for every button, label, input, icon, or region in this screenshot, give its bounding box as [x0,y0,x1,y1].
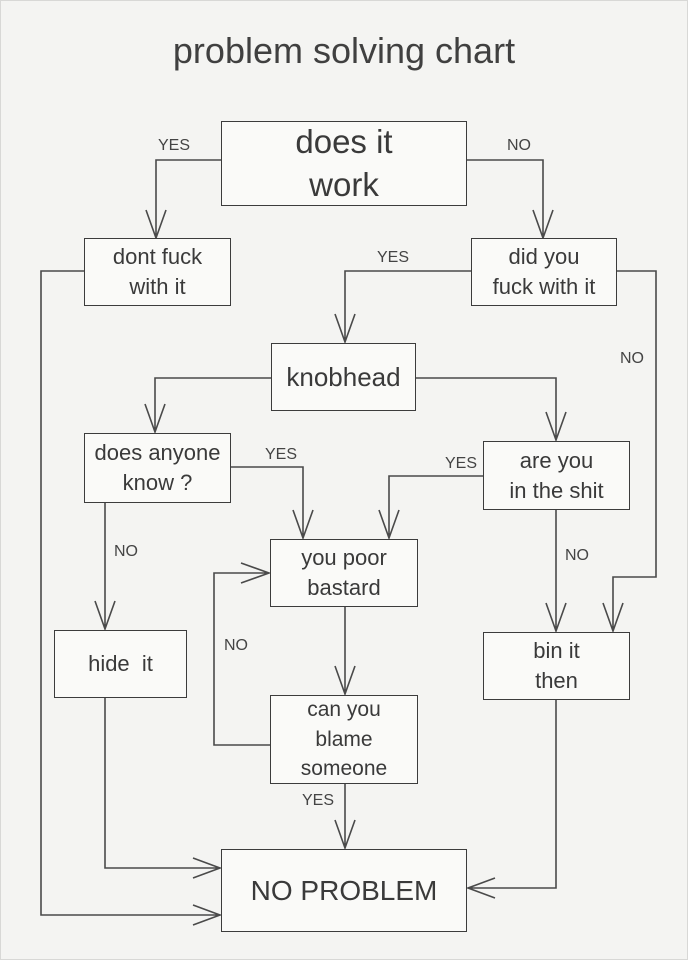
label-no: NO [224,637,248,654]
node-you-poor: you poor bastard [270,539,418,607]
arrow-yes-to-dont-touch [145,159,221,241]
node-did-you-touch: did you fuck with it [471,238,617,306]
node-knobhead: knobhead [271,343,416,411]
arrow-knobhead-to-anyone [144,377,271,435]
arrow-yes-to-knobhead [334,270,471,345]
arrow-no-to-hide-it [94,503,116,632]
arrow-you-poor-to-blame [334,607,356,697]
label-no: NO [620,350,644,367]
node-dont-touch: dont fuck with it [84,238,231,306]
arrow-no-loop-to-you-poor [213,562,272,746]
node-can-you-blame: can you blame someone [270,695,418,784]
label-yes: YES [302,792,335,809]
node-hide-it: hide it [54,630,187,698]
node-no-problem: NO PROBLEM [221,849,467,932]
label-no: NO [114,543,138,560]
node-bin-it: bin it then [483,632,630,700]
label-yes: YES [265,446,298,463]
arrow-dont-touch-to-no-problem [40,270,223,926]
node-does-anyone-know: does anyone know ? [84,433,231,503]
label-no: NO [507,137,531,154]
arrow-knobhead-to-trouble [416,377,567,443]
arrow-hide-it-to-no-problem [104,698,223,879]
label-no: NO [565,547,589,564]
label-yes: YES [158,137,191,154]
arrow-no-to-bin-it [602,270,657,634]
arrow-yes-to-no-problem [334,784,356,851]
arrow-no-to-bin-it-left [545,510,567,634]
arrow-bin-it-to-no-problem [465,700,557,899]
arrow-no-to-did-you [467,159,554,241]
node-are-you-in-trouble: are you in the shit [483,441,630,510]
label-yes: YES [377,249,410,266]
label-yes: YES [445,455,478,472]
arrow-yes-to-you-poor-left [231,466,314,541]
chart-title: problem solving chart [172,30,516,71]
node-does-it-work: does it work [221,121,467,206]
arrow-yes-to-you-poor-right [378,475,483,541]
